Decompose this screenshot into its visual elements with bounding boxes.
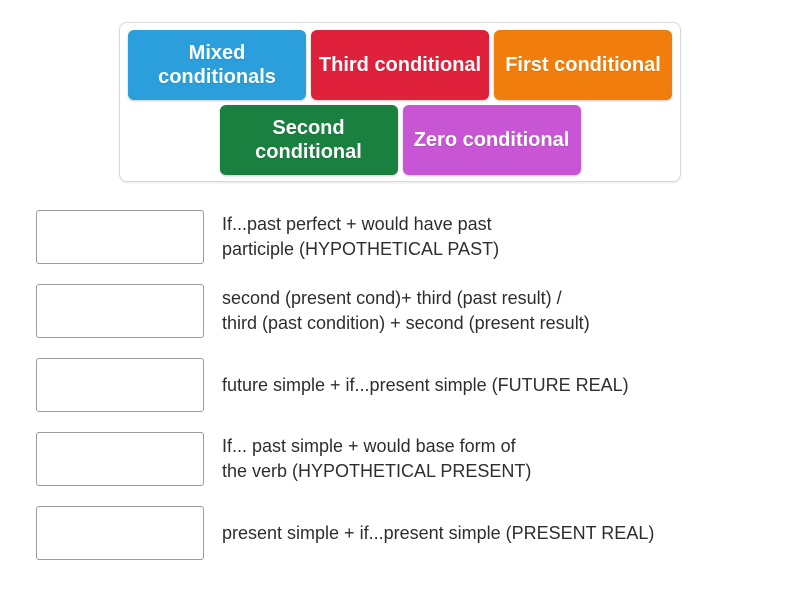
tile-label: Mixed conditionals	[158, 41, 276, 88]
answer-row-text: second (present cond)+ third (past resul…	[222, 288, 590, 333]
tile-label: First conditional	[505, 53, 661, 76]
drop-zone[interactable]	[36, 358, 204, 412]
tile-label: Zero conditional	[413, 128, 570, 151]
tile-bank-row-2: Second conditional Zero conditional	[128, 104, 672, 175]
drop-zone[interactable]	[36, 432, 204, 486]
tile-zero-conditional[interactable]: Zero conditional	[402, 104, 581, 175]
answer-row: second (present cond)+ third (past resul…	[36, 284, 780, 338]
answer-row-text: If...past perfect + would have past part…	[222, 214, 500, 259]
answer-row-text: present simple + if...present simple (PR…	[222, 522, 655, 543]
answer-row-text: If... past simple + would base form of t…	[222, 436, 532, 481]
drop-zone[interactable]	[36, 210, 204, 264]
tile-label: Second conditional	[255, 116, 362, 163]
answer-row: If... past simple + would base form of t…	[36, 432, 780, 486]
tile-third-conditional[interactable]: Third conditional	[311, 29, 489, 100]
answer-row: If...past perfect + would have past part…	[36, 210, 780, 264]
drop-zone[interactable]	[36, 506, 204, 560]
tile-second-conditional[interactable]: Second conditional	[219, 104, 398, 175]
tile-first-conditional[interactable]: First conditional	[494, 29, 672, 100]
answer-row: future simple + if...present simple (FUT…	[36, 358, 780, 412]
answer-row-list: If...past perfect + would have past part…	[36, 210, 780, 580]
answer-row-text: future simple + if...present simple (FUT…	[222, 374, 629, 395]
drop-zone[interactable]	[36, 284, 204, 338]
tile-mixed-conditionals[interactable]: Mixed conditionals	[128, 29, 306, 100]
tile-label: Third conditional	[318, 53, 482, 76]
tile-bank: Mixed conditionals Third conditional Fir…	[119, 22, 681, 182]
tile-bank-row-1: Mixed conditionals Third conditional Fir…	[128, 29, 672, 100]
answer-row: present simple + if...present simple (PR…	[36, 506, 780, 560]
